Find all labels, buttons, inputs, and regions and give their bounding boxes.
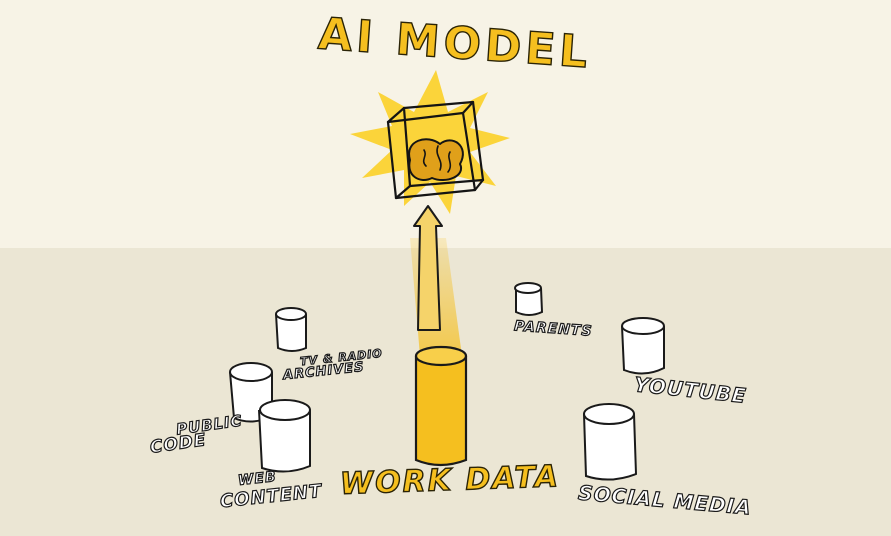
- tv-radio-cylinder: [275, 307, 307, 352]
- work-data-label: WORK DATA: [339, 458, 561, 502]
- youtube-cylinder: [621, 317, 665, 375]
- parents-cylinder: [514, 282, 544, 316]
- web-content-cylinder: [258, 399, 311, 473]
- social-media-cylinder: [583, 403, 638, 481]
- brain-in-cube-icon: [386, 100, 485, 200]
- arrow-up-icon: [413, 205, 443, 331]
- work-data-cylinder: [414, 345, 468, 467]
